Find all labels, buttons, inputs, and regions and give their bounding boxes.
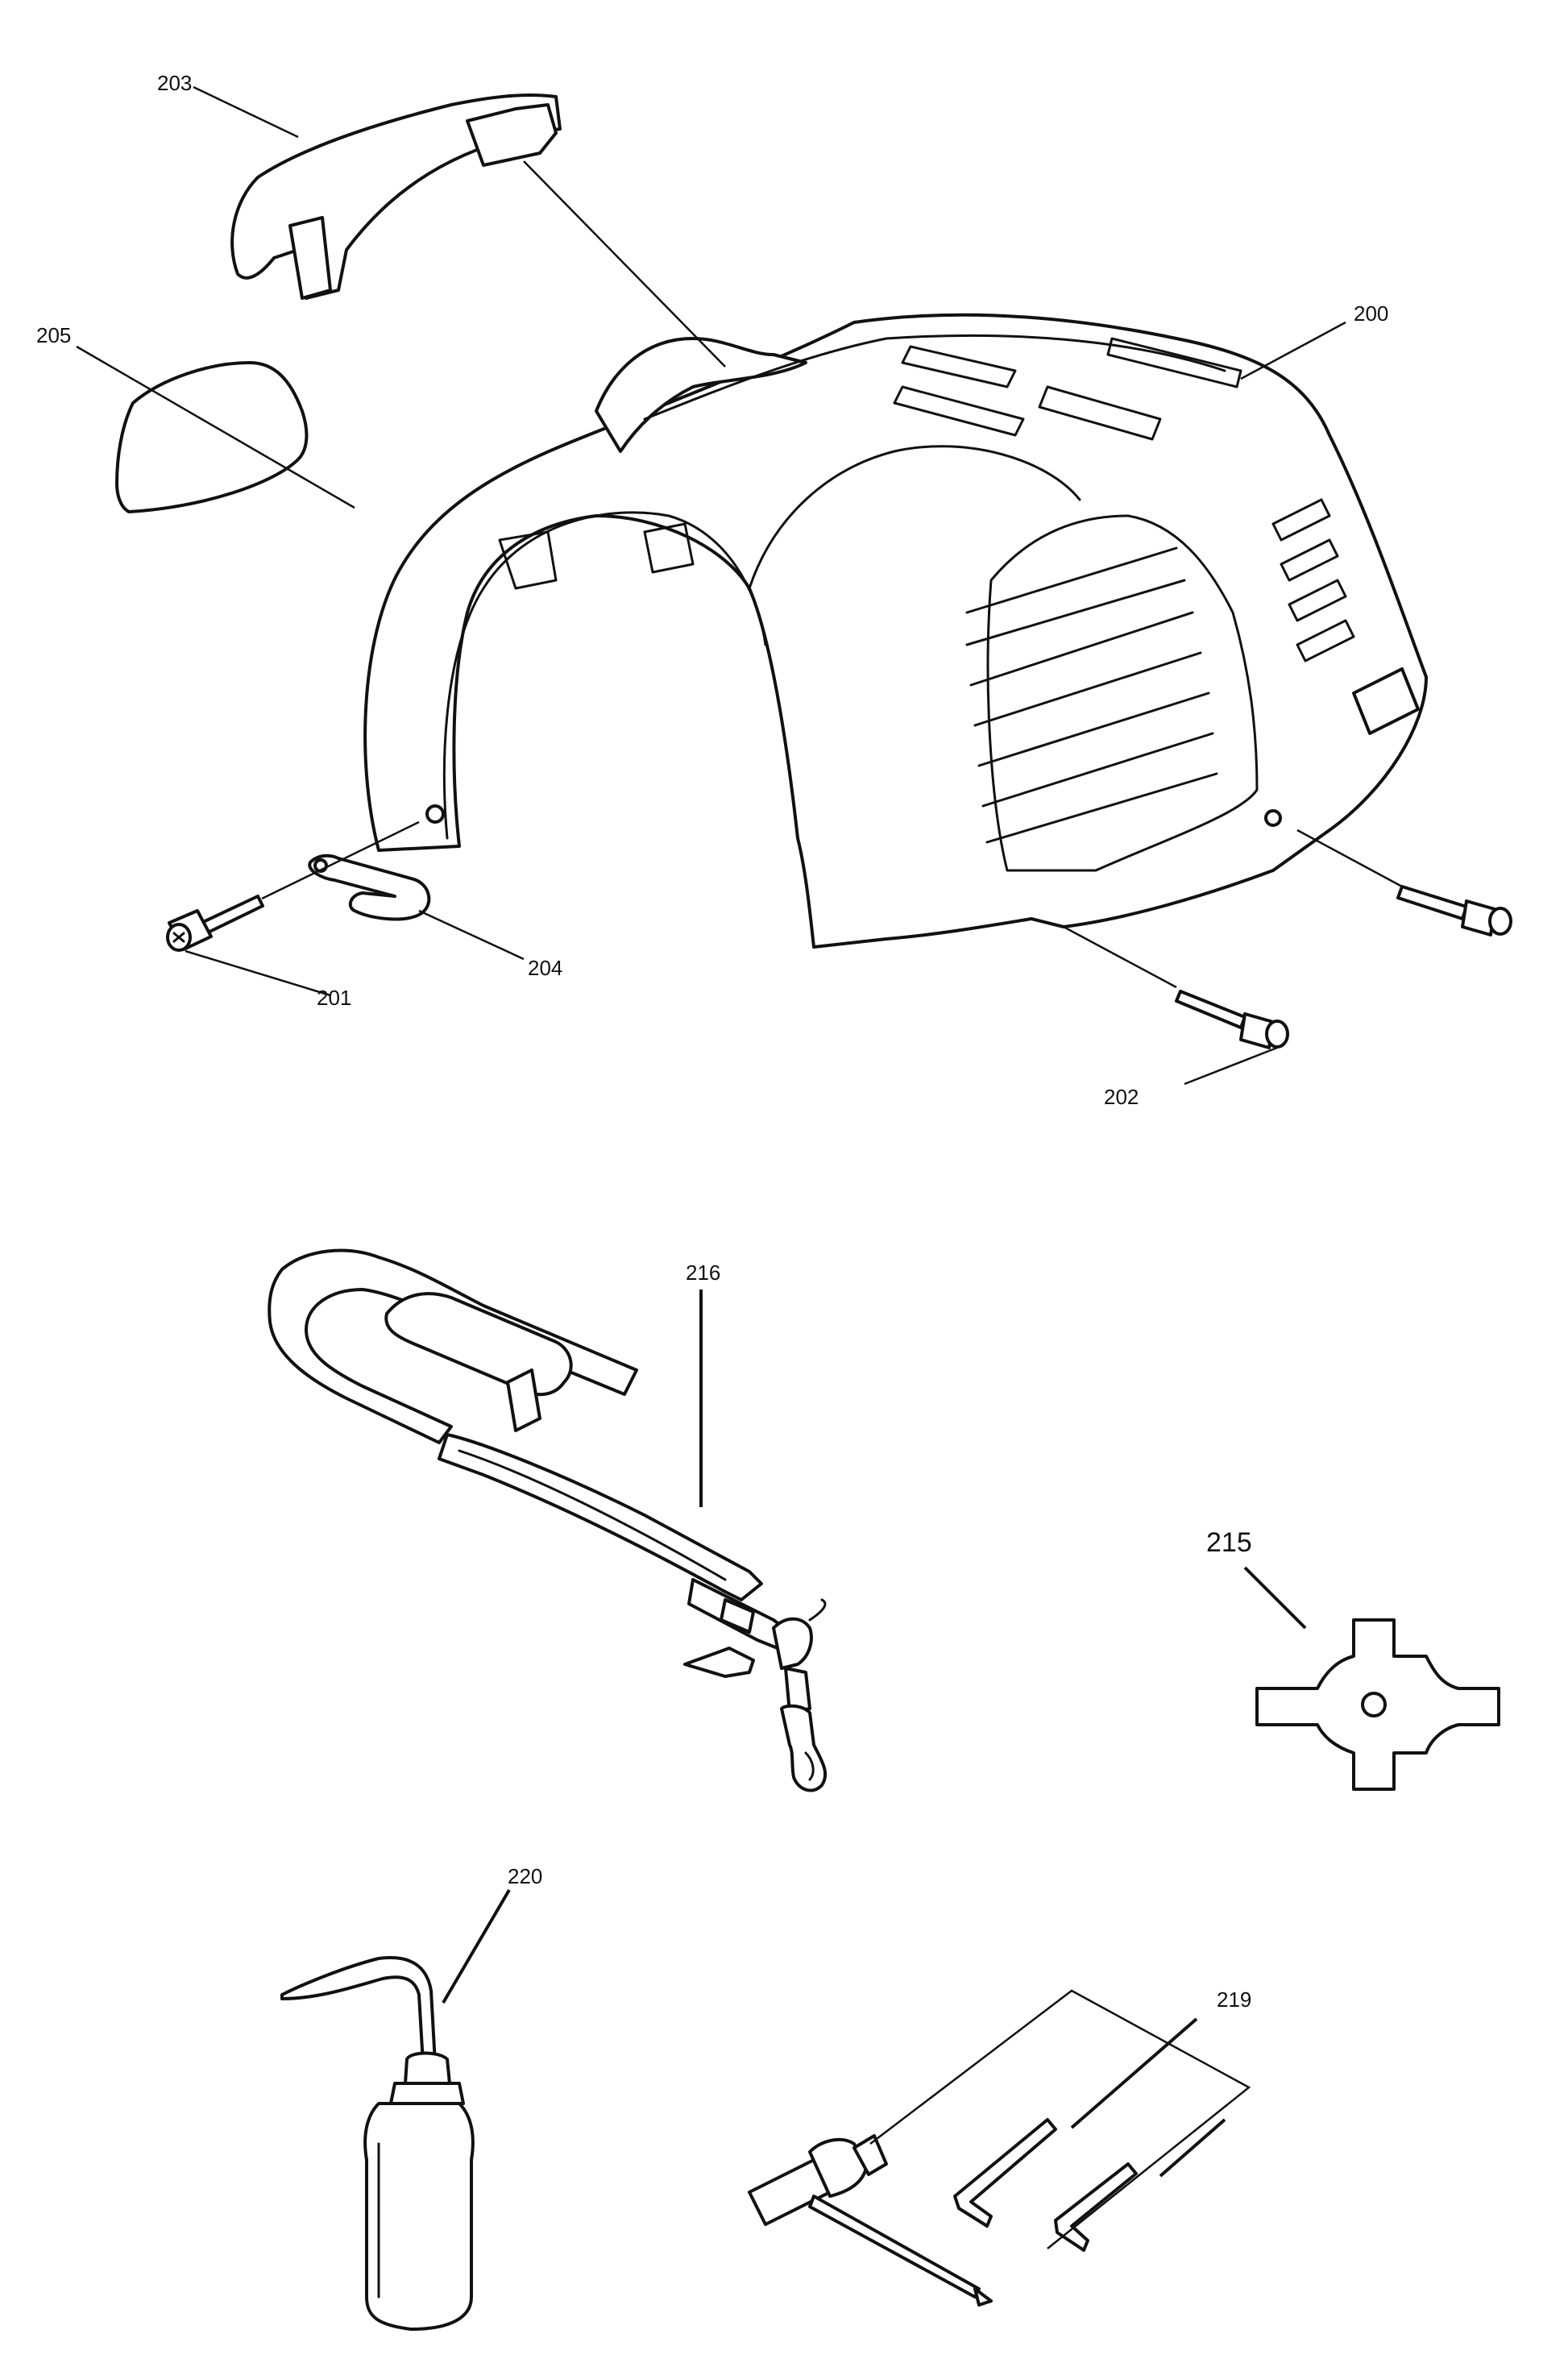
engine-cover-part-200 — [363, 313, 1428, 949]
tool-set-part-219 — [748, 1989, 1251, 2307]
label-203: 203 — [157, 71, 192, 95]
part-labels: 203 205 200 201 204 202 216 215 220 219 — [36, 71, 1388, 2012]
leader-lines — [76, 85, 1403, 2178]
screw-part-201 — [166, 895, 264, 952]
label-202: 202 — [1104, 1085, 1139, 1109]
label-204: 204 — [528, 956, 562, 980]
label-215: 215 — [1206, 1527, 1252, 1558]
label-220: 220 — [508, 1864, 542, 1888]
oil-bottle-part-220 — [280, 1956, 475, 2331]
label-216: 216 — [686, 1260, 720, 1285]
top-cover-part-203 — [230, 93, 562, 300]
label-205: 205 — [36, 323, 71, 347]
shoulder-harness-part-216 — [268, 1248, 828, 1792]
star-plate-part-215 — [1255, 1618, 1500, 1791]
label-201: 201 — [317, 986, 351, 1010]
screw-part-202 — [1175, 990, 1289, 1049]
clip-part-204 — [308, 853, 431, 921]
label-200: 200 — [1354, 301, 1388, 326]
label-219: 219 — [1217, 1987, 1251, 2012]
screw-cover-right — [1396, 885, 1512, 937]
label-part-205 — [115, 361, 309, 513]
